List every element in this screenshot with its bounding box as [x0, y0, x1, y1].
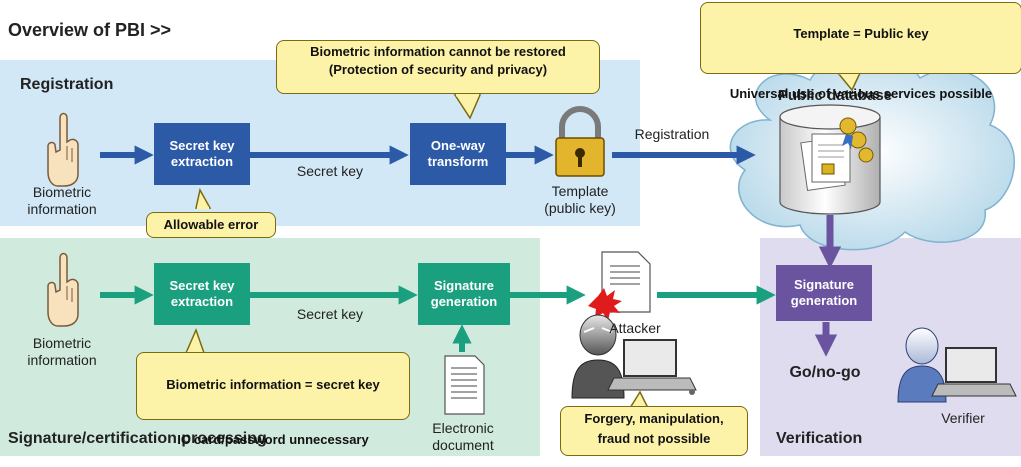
fingerprint-hand-icon — [47, 112, 79, 187]
electronic-document-label: Electronic document — [432, 420, 494, 453]
forgery-callout: Forgery, manipulation, fraud not possibl… — [560, 406, 748, 456]
verification-section-title: Verification — [776, 430, 863, 447]
restore-callout: Biometric information cannot be restored… — [276, 40, 600, 94]
template-label: Template (public key) — [544, 183, 616, 216]
biometric-key-text: Biometric information = secret key — [166, 377, 380, 392]
diagram-graphics — [47, 36, 1017, 415]
one-way-transform-box: One-way transform — [410, 123, 506, 185]
registration-key-extraction-box: Secret key extraction — [154, 123, 250, 185]
fingerprint-hand-icon-2 — [47, 252, 79, 327]
processing-key-extraction-box: Secret key extraction — [154, 263, 250, 325]
page-title: Overview of PBI >> — [8, 20, 172, 40]
template-public-key-text: Template = Public key — [793, 26, 929, 41]
allowable-error-callout: Allowable error — [146, 212, 276, 238]
attacker-figure-icon — [571, 314, 697, 399]
processing-secret-key-label: Secret key — [296, 306, 364, 322]
database-icon — [779, 104, 881, 215]
registration-arrow-label: Registration — [634, 126, 710, 142]
universal-use-text: Universal use of various services possib… — [729, 86, 993, 101]
verifier-label: Verifier — [941, 410, 985, 426]
public-database-label: Public database — [777, 87, 893, 104]
processing-section-title: Signature/certification processing — [8, 430, 267, 447]
verifier-figure-icon — [897, 327, 1017, 403]
registration-biometric-label: Biometric information — [27, 184, 97, 217]
attacker-label: Attacker — [609, 320, 661, 336]
processing-signature-box: Signature generation — [418, 263, 510, 325]
biometric-key-callout: Biometric information = secret key IC ca… — [136, 352, 410, 447]
document-icon — [588, 251, 651, 321]
registration-section-title: Registration — [20, 76, 114, 93]
ic-card-text: IC card/password unnecessary — [177, 432, 369, 447]
registration-secret-key-label: Secret key — [296, 163, 364, 179]
processing-biometric-label: Biometric information — [27, 335, 97, 368]
go-no-go-label: Go/no-go — [789, 364, 861, 381]
verification-signature-box: Signature generation — [776, 265, 872, 321]
electronic-document-icon — [444, 355, 485, 415]
padlock-icon — [555, 106, 605, 177]
template-public-key-callout: Template = Public key Universal use of v… — [700, 2, 1021, 101]
